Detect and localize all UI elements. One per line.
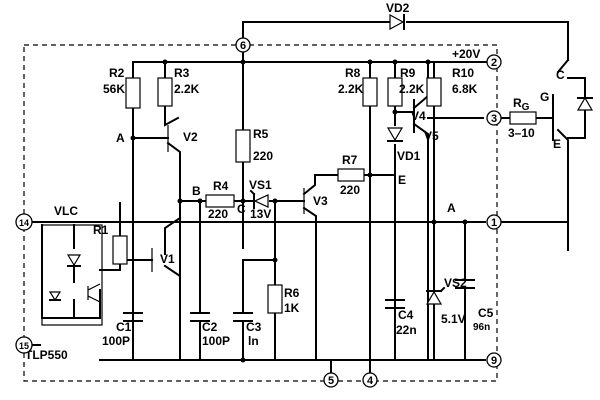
r10-value: 6.8K — [452, 82, 478, 96]
resistor-r2: R2 56K — [103, 66, 141, 109]
tlp550-label: TLP550 — [25, 348, 68, 362]
vd2-label: VD2 — [386, 1, 410, 15]
igbt-gate-label: G — [540, 90, 549, 104]
wires — [21, 21, 586, 374]
r7-value: 220 — [340, 183, 360, 197]
diode-vd1: VD1 — [386, 127, 421, 163]
resistor-r10: R10 6.8K — [426, 66, 478, 107]
resistor-r5: R5 220 — [235, 127, 273, 163]
svg-text:5: 5 — [328, 375, 334, 387]
c5-value: 96n — [473, 322, 490, 333]
pin-1[interactable]: 1 — [486, 214, 502, 230]
diode-vd2: VD2 — [386, 1, 410, 31]
resistor-r9: R9 2.2K — [387, 66, 425, 107]
r8-label: R8 — [345, 66, 361, 80]
optocoupler-tlp550: VLC TLP550 — [25, 204, 103, 362]
r4-label: R4 — [213, 179, 229, 193]
pin-5[interactable]: 5 — [323, 372, 339, 388]
r3-value: 2.2K — [174, 82, 200, 96]
vs1-label: VS1 — [249, 178, 272, 192]
v4-label: V4 — [411, 109, 426, 123]
pin-9[interactable]: 9 — [486, 352, 502, 368]
module-outline — [23, 44, 498, 382]
v2-label: V2 — [183, 130, 198, 144]
r5-label: R5 — [253, 127, 269, 141]
vs2-value: 5.1V — [441, 312, 466, 326]
pin-14[interactable]: 14 — [15, 213, 33, 231]
c2-label: C2 — [202, 320, 218, 334]
capacitor-c5: C5 96n — [455, 279, 494, 333]
r2-value: 56K — [103, 82, 125, 96]
supply-label: +20V — [452, 47, 480, 61]
pin-2[interactable]: 2 — [486, 54, 502, 70]
r4-value: 220 — [208, 207, 228, 221]
svg-text:15: 15 — [19, 341, 29, 351]
v3-label: V3 — [313, 194, 328, 208]
svg-text:3: 3 — [491, 113, 497, 125]
v5-label: V5 — [424, 129, 439, 143]
svg-text:6: 6 — [240, 40, 246, 52]
resistor-r6: R6 1K — [267, 284, 300, 315]
igbt-collector-label: C — [556, 68, 565, 82]
capacitor-c3: C3 ln — [233, 312, 262, 348]
igbt-emitter-label: E — [553, 137, 561, 151]
c2-value: 100P — [202, 334, 230, 348]
c3-value: ln — [248, 334, 259, 348]
capacitor-c4: C4 22n — [385, 299, 417, 337]
v1-label: V1 — [160, 252, 175, 266]
pin-3[interactable]: 3 — [486, 110, 502, 126]
node-c: C — [237, 202, 246, 216]
resistor-r4: R4 220 — [205, 179, 235, 221]
r8-value: 2.2K — [338, 82, 364, 96]
resistor-r8: R8 2.2K — [338, 66, 378, 107]
c3-label: C3 — [246, 320, 262, 334]
r9-label: R9 — [400, 66, 416, 80]
c4-label: C4 — [398, 308, 414, 322]
svg-text:14: 14 — [19, 218, 29, 228]
r6-label: R6 — [284, 286, 300, 300]
node-a-right: A — [447, 201, 456, 215]
c4-value: 22n — [396, 323, 417, 337]
pin-6[interactable]: 6 — [235, 37, 251, 53]
pin-4[interactable]: 4 — [362, 372, 378, 388]
vd1-label: VD1 — [397, 149, 421, 163]
r10-label: R10 — [452, 66, 474, 80]
zener-vs2: VS2 5.1V — [425, 276, 467, 326]
c5-label: C5 — [478, 306, 494, 320]
capacitor-c2: C2 100P — [190, 312, 230, 348]
resistor-r1: R1 — [93, 223, 128, 265]
node-b: B — [192, 184, 201, 198]
r6-value: 1K — [284, 301, 300, 315]
svg-text:9: 9 — [491, 355, 497, 367]
r2-label: R2 — [109, 66, 125, 80]
zener-vs1: VS1 13V — [249, 178, 272, 221]
vs2-label: VS2 — [444, 276, 467, 290]
resistor-r3: R3 2.2K — [157, 66, 200, 107]
svg-text:2: 2 — [491, 57, 497, 69]
capacitor-c1: C1 100P — [102, 312, 143, 348]
rg-value: 3–10 — [508, 126, 535, 140]
resistor-r7: R7 220 — [337, 153, 365, 197]
r7-label: R7 — [342, 153, 358, 167]
r9-value: 2.2K — [399, 82, 425, 96]
c1-value: 100P — [102, 334, 130, 348]
svg-text:4: 4 — [367, 375, 374, 387]
c1-label: C1 — [116, 320, 132, 334]
node-e: E — [398, 173, 406, 187]
junction-dots — [130, 59, 468, 363]
resistor-rg: RG 3–10 — [508, 96, 537, 140]
vs1-value: 13V — [250, 207, 271, 221]
svg-text:1: 1 — [491, 217, 497, 229]
r5-value: 220 — [253, 149, 273, 163]
vlc-label: VLC — [54, 204, 78, 218]
r1-label: R1 — [93, 223, 109, 237]
igbt: G C E — [540, 68, 594, 151]
r3-label: R3 — [174, 66, 190, 80]
rg-label: RG — [513, 96, 530, 113]
node-a-left: A — [116, 131, 125, 145]
pin-15[interactable]: 15 — [15, 336, 33, 354]
